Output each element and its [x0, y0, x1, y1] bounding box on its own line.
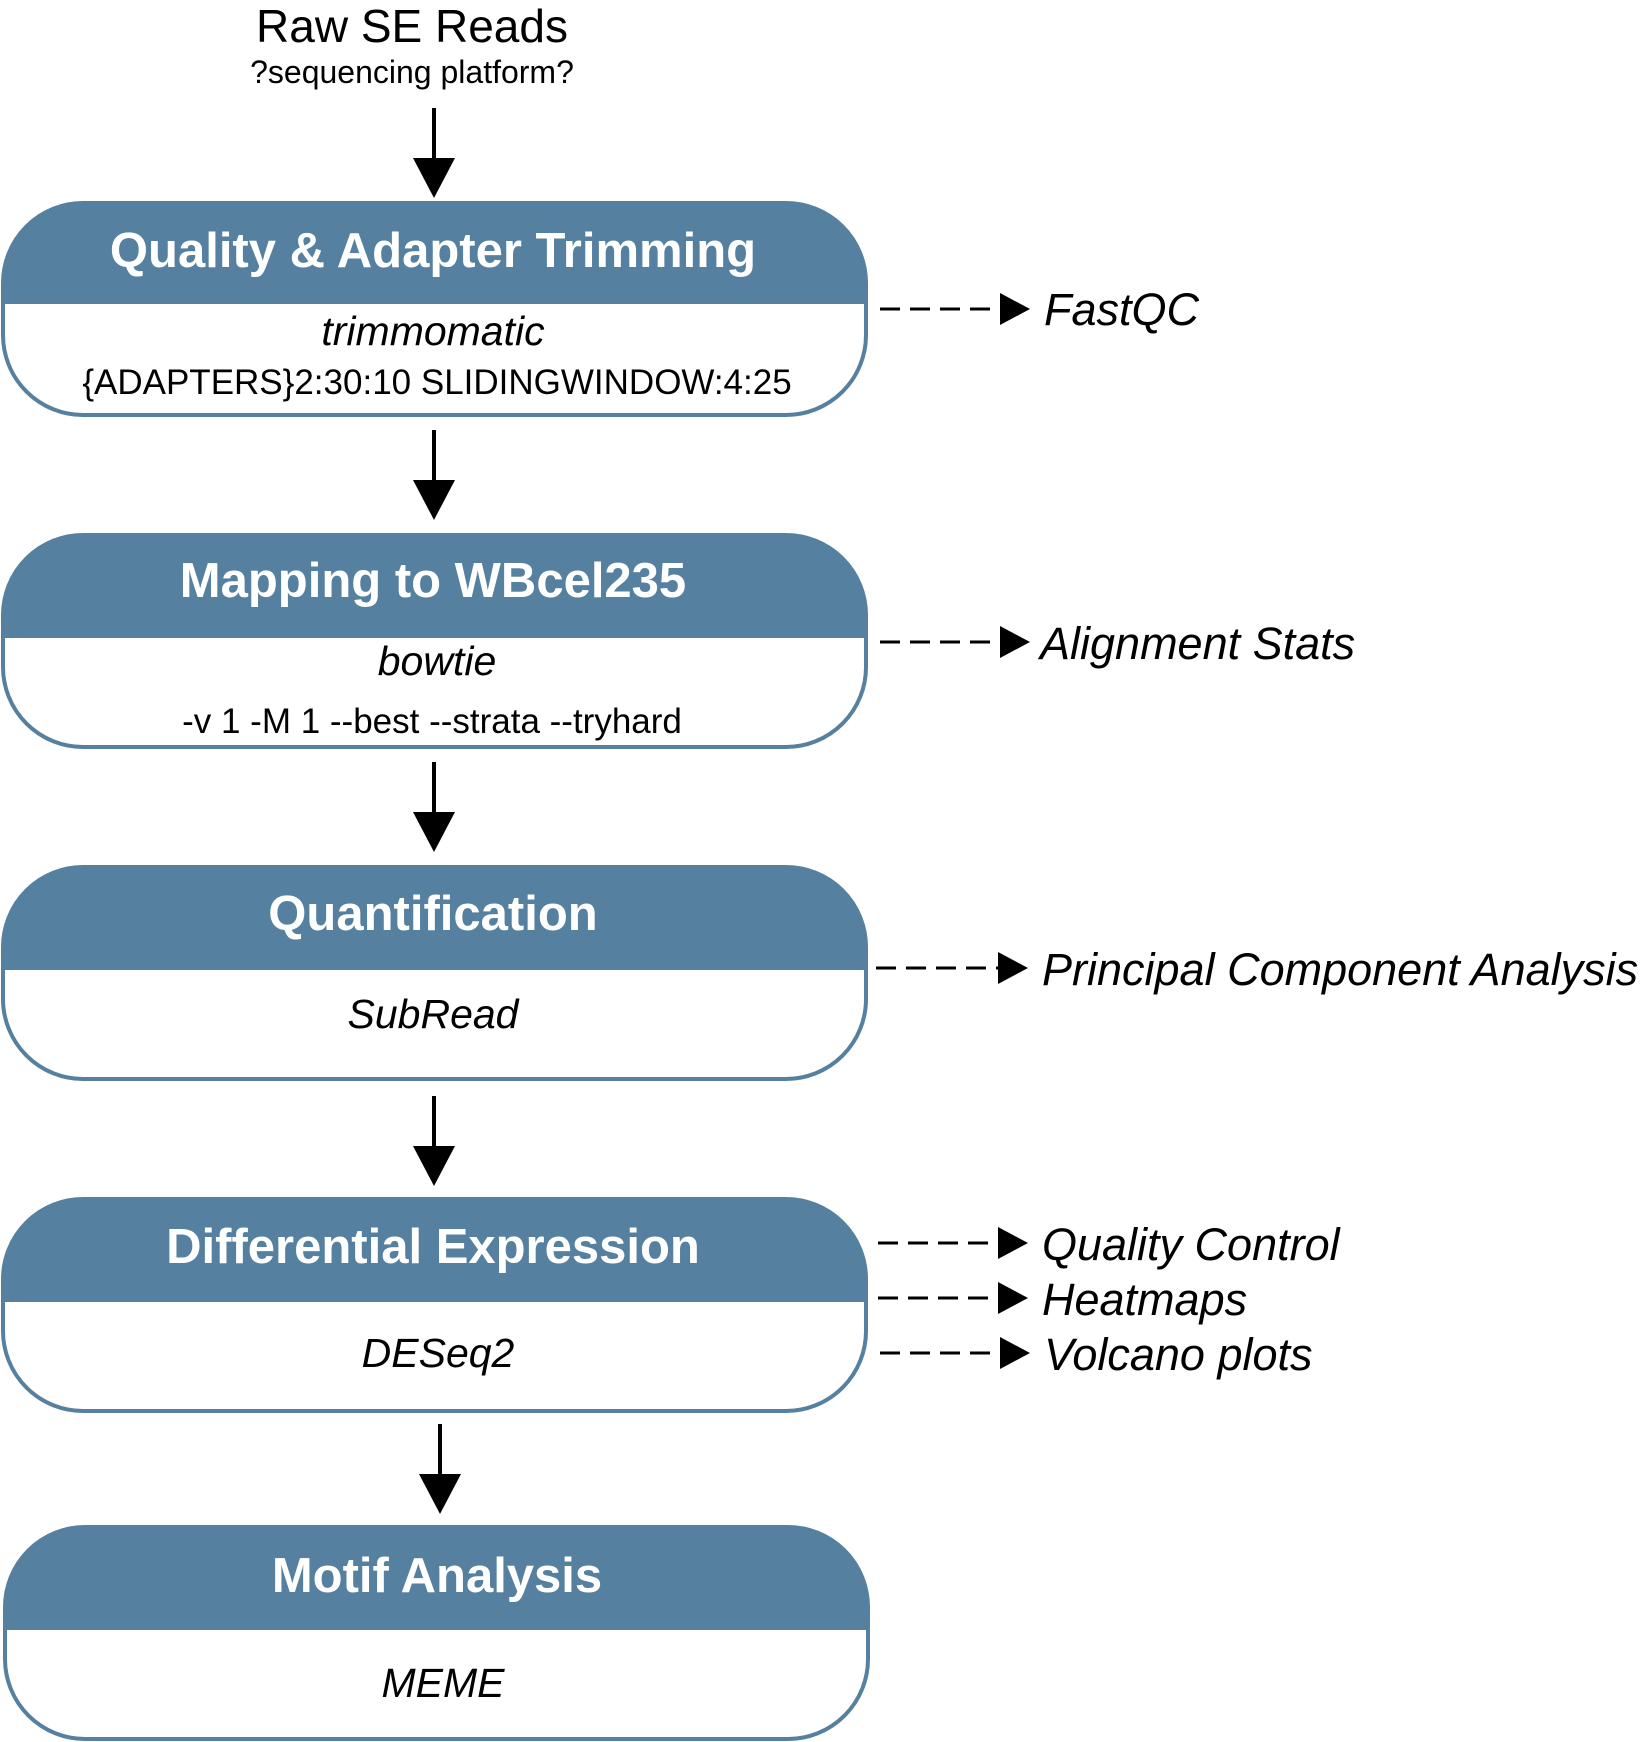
dashed-arrow-icon	[880, 1337, 1030, 1369]
step-header	[3, 1199, 866, 1302]
step-title: Differential Expression	[166, 1220, 700, 1274]
step-box-differential-expression: Differential Expression DESeq2	[1, 1197, 868, 1413]
step-tool: bowtie	[378, 638, 497, 684]
dashed-arrow-icon	[880, 293, 1030, 325]
down-arrow-icon	[413, 1096, 455, 1186]
down-arrow-icon	[419, 1424, 461, 1514]
step-title: Quantification	[268, 887, 597, 941]
input-subtitle: ?sequencing platform?	[250, 54, 574, 90]
input-title: Raw SE Reads	[256, 0, 568, 52]
down-arrow-icon	[413, 762, 455, 852]
down-arrow-icon	[413, 430, 455, 520]
down-arrow-icon	[413, 108, 455, 198]
step-tool: DESeq2	[362, 1330, 515, 1376]
step-header	[3, 203, 866, 304]
step-box-mapping: Mapping to WBcel235 bowtie -v 1 -M 1 --b…	[1, 533, 868, 749]
step-title: Quality & Adapter Trimming	[110, 224, 756, 278]
step-header	[3, 867, 866, 970]
dashed-arrow-icon	[880, 626, 1030, 658]
step-title: Mapping to WBcel235	[180, 554, 686, 608]
dashed-arrow-icon	[878, 1282, 1028, 1314]
step-params: {ADAPTERS}2:30:10 SLIDINGWINDOW:4:25	[82, 363, 791, 402]
step-tool: trimmomatic	[321, 308, 545, 354]
output-label: Alignment Stats	[1037, 618, 1355, 669]
output-label: Principal Component Analysis	[1042, 944, 1638, 995]
step-box-motif-analysis: Motif Analysis MEME	[3, 1525, 870, 1741]
step-tool: MEME	[382, 1660, 506, 1706]
step-box-quality-trimming: Quality & Adapter Trimming trimmomatic {…	[1, 201, 868, 417]
output-label: Quality Control	[1042, 1219, 1342, 1270]
dashed-arrow-icon	[876, 952, 1028, 984]
output-label: Volcano plots	[1044, 1329, 1313, 1380]
output-label: Heatmaps	[1042, 1274, 1247, 1325]
dashed-arrow-icon	[878, 1227, 1028, 1259]
step-params: -v 1 -M 1 --best --strata --tryhard	[182, 702, 682, 741]
step-header	[3, 535, 866, 638]
output-label: FastQC	[1044, 284, 1200, 335]
step-title: Motif Analysis	[272, 1549, 602, 1603]
step-box-quantification: Quantification SubRead	[1, 865, 868, 1081]
step-tool: SubRead	[348, 991, 520, 1037]
step-header	[5, 1527, 868, 1630]
